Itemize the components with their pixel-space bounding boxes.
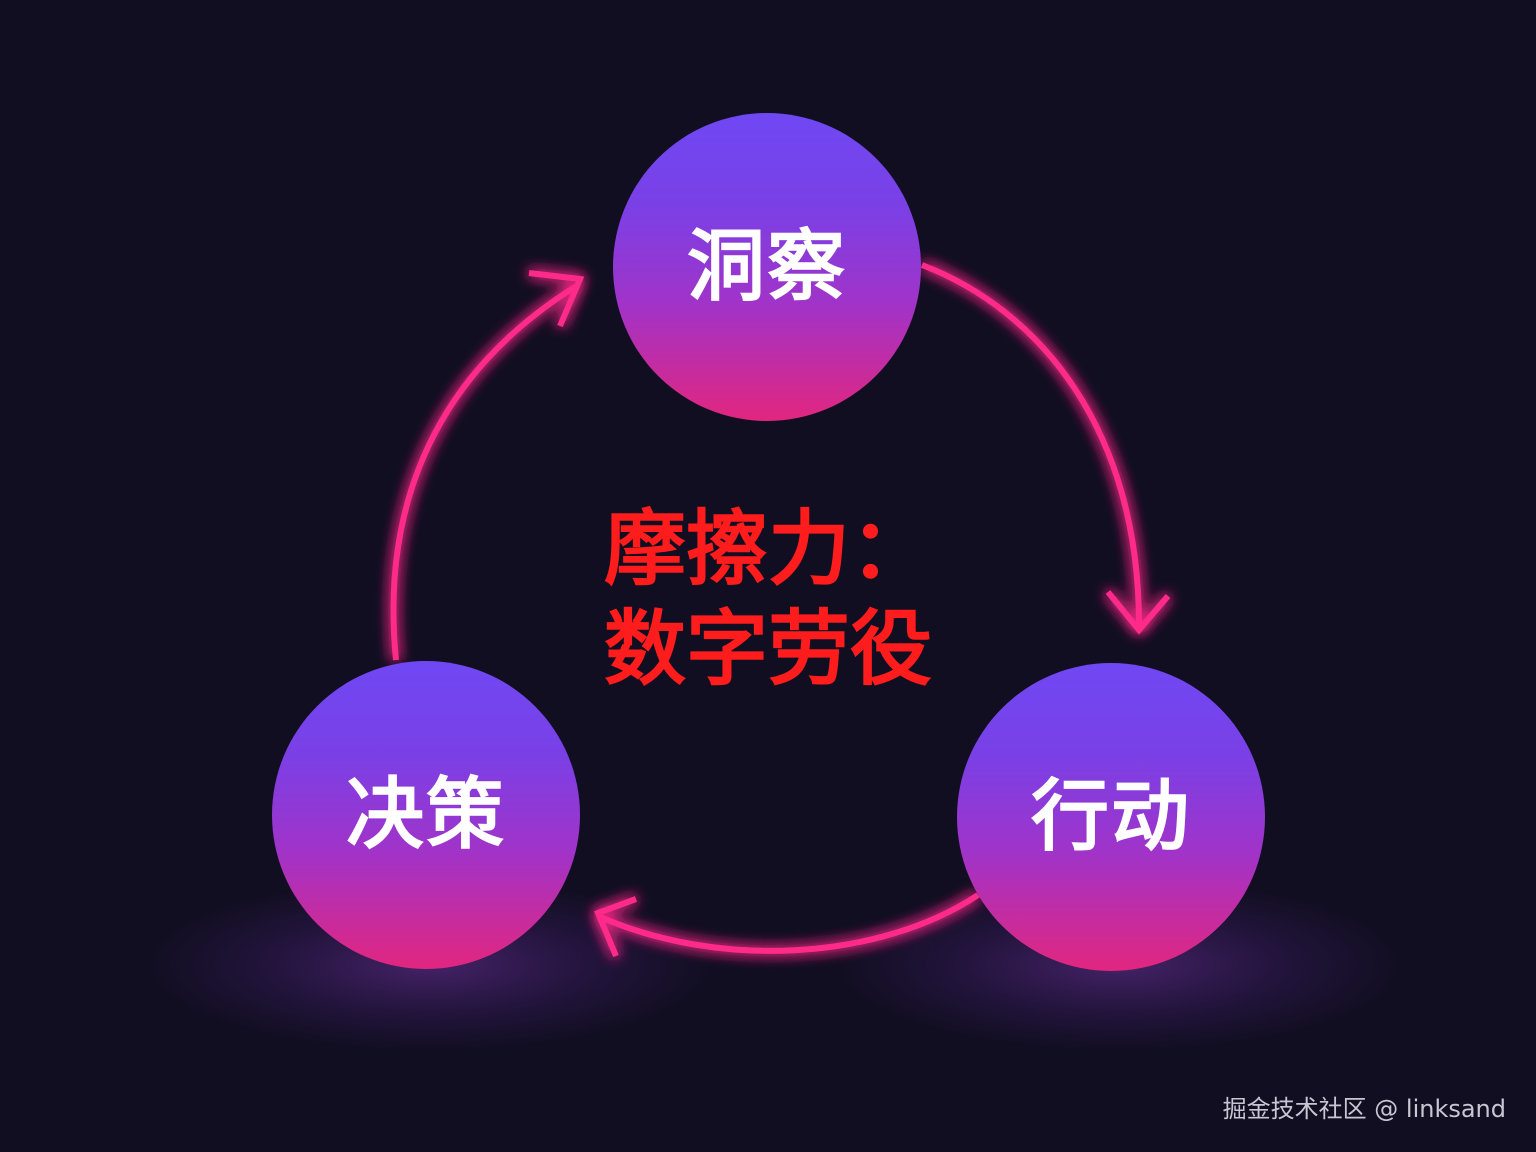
node-decision-label: 决策 [345,770,506,860]
center-title-line2: 数字劳役 [603,602,932,697]
center-title-line1: 摩擦力： [603,502,932,597]
node-decision: 决策 [272,661,580,969]
node-action: 行动 [957,663,1265,971]
node-insight: 洞察 [613,113,921,421]
arrowhead-down-icon [1105,590,1171,635]
arrowhead-left-icon [594,896,638,958]
arrowhead-up-right-icon [528,270,585,328]
node-action-label: 行动 [1030,772,1191,862]
watermark: 掘金技术社区 @ linksand [1222,1095,1506,1123]
center-title: 摩擦力： 数字劳役 [568,500,968,700]
arrow-action-to-decision [596,892,980,954]
node-insight-label: 洞察 [686,222,847,312]
arrow-insight-to-action [920,262,1143,629]
arrow-decision-to-insight [390,282,580,661]
